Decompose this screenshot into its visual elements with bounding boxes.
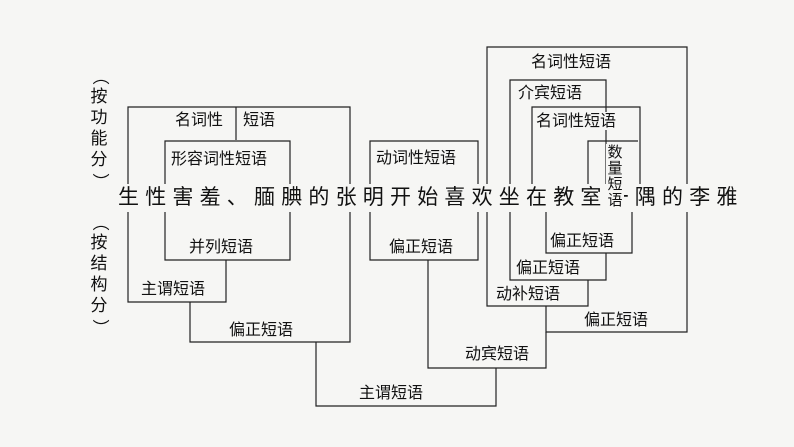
label-xingrong: 形容词性短语 <box>170 149 269 168</box>
side-label-char: ） <box>89 173 110 190</box>
side-label-char: （ <box>89 214 110 231</box>
side-label-char: 能 <box>90 129 108 149</box>
side-label-char: 按 <box>90 233 108 253</box>
sentence: 生性害羞、腼腆的张明开始喜欢坐在教室一隅的李雅 <box>118 184 744 210</box>
label-zhuwei-1: 主谓短语 <box>140 279 207 298</box>
side-label-structure: （ 按结构分 ） <box>88 212 110 338</box>
label-pianzheng-2: 偏正短语 <box>388 237 455 256</box>
bracket-dongbin <box>427 260 547 369</box>
label-dongbin: 动宾短语 <box>464 344 531 363</box>
label-mingci-part2: 短语 <box>242 110 277 129</box>
bracket-zhuwei-1 <box>127 212 227 303</box>
bracket-mingci-left <box>127 106 351 184</box>
bracket-pianzheng-3 <box>545 212 633 254</box>
bracket-pianzheng-2 <box>369 212 479 261</box>
bracket-pianzheng-1 <box>189 212 351 343</box>
bracket-pianzheng-4 <box>509 212 607 281</box>
label-pianzheng-4: 偏正短语 <box>515 258 582 277</box>
side-label-char: 结 <box>90 254 108 274</box>
bracket-jiebin <box>509 79 607 184</box>
side-label-function-text: （ 按功能分 ） <box>88 66 110 192</box>
bracket-dongci <box>369 140 479 184</box>
bracket-binglie <box>164 212 291 261</box>
bracket-shuliang <box>587 140 638 184</box>
bracket-xingrong <box>164 140 291 184</box>
label-pianzheng-5: 偏正短语 <box>583 310 650 329</box>
label-dongci: 动词性短语 <box>375 148 458 167</box>
label-pianzheng-1: 偏正短语 <box>228 320 295 339</box>
side-label-structure-text: （ 按结构分 ） <box>88 212 110 338</box>
bracket-pianzheng-5 <box>545 212 688 333</box>
label-jiebin: 介宾短语 <box>517 83 584 102</box>
bracket-mingci-inner <box>531 106 641 184</box>
side-label-function: （ 按功能分 ） <box>88 66 110 192</box>
side-label-char: （ <box>89 68 110 85</box>
bracket-zhuwei-2 <box>315 342 497 407</box>
side-label-char: 按 <box>90 87 108 107</box>
side-label-char: ） <box>89 319 110 336</box>
bracket-dongbu <box>486 212 589 307</box>
label-mingci-inner: 名词性短语 <box>535 111 618 130</box>
bracket-mingci-outer <box>486 46 688 184</box>
label-binglie: 并列短语 <box>188 237 255 256</box>
side-label-char: 构 <box>90 275 108 295</box>
label-pianzheng-3: 偏正短语 <box>549 231 616 250</box>
label-dongbu: 动补短语 <box>495 284 562 303</box>
side-label-char: 功 <box>90 108 108 128</box>
side-label-char: 分 <box>90 296 108 316</box>
label-shuliang: 数量短语 <box>606 143 624 209</box>
label-mingci-outer: 名词性短语 <box>530 52 613 71</box>
side-label-char: 分 <box>90 150 108 170</box>
label-mingci-part1: 名词性 <box>174 110 225 129</box>
label-zhuwei-2: 主谓短语 <box>358 383 425 402</box>
